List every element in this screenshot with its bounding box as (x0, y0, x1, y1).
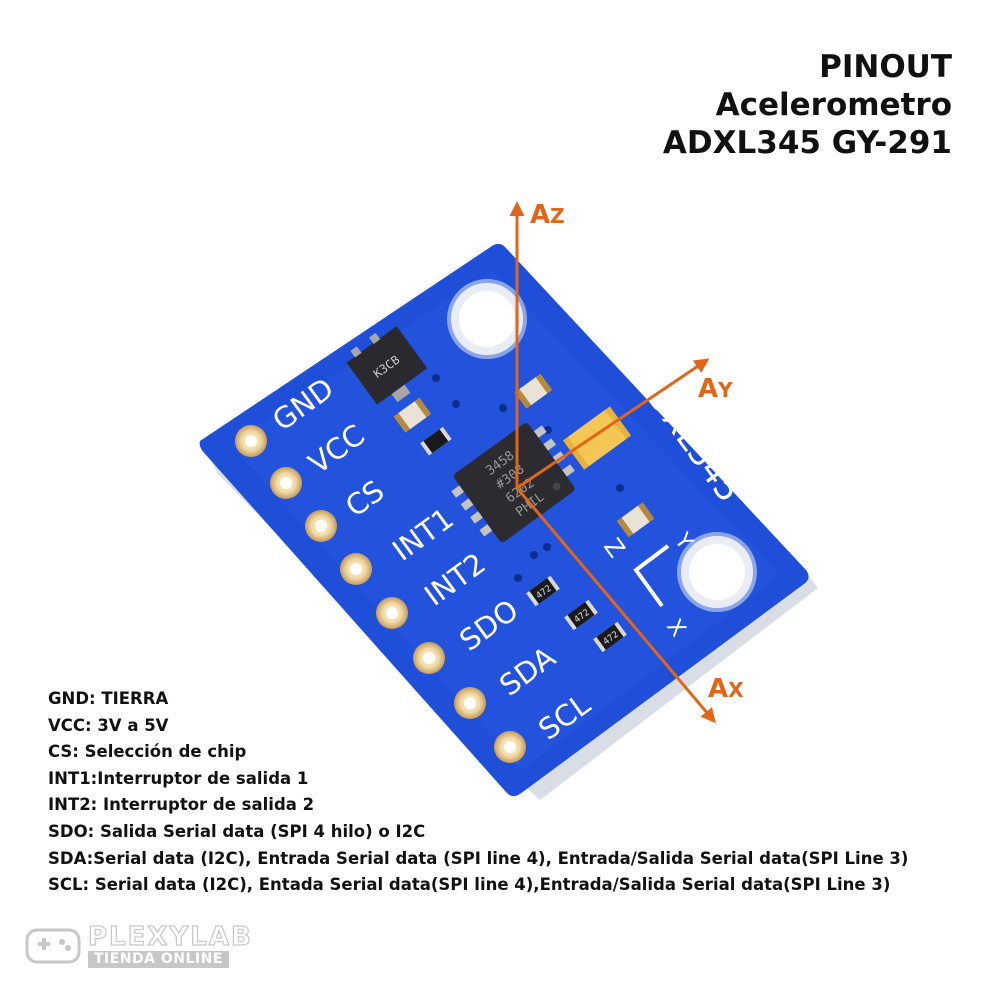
pin-pad-cs (305, 510, 337, 542)
capacitor (616, 502, 655, 538)
axis-x-arrow (515, 487, 716, 724)
mounting-hole-right (677, 532, 757, 612)
axis-x-label: AX (708, 674, 744, 704)
legend-line-gnd: GND: TIERRA (48, 689, 169, 708)
mounting-hole-top (447, 279, 527, 359)
watermark-logo: PLEXYLAB TIENDA ONLINE (24, 921, 251, 970)
acceleration-axes (509, 201, 716, 724)
title-line-3: ADXL345 GY-291 (662, 125, 952, 161)
pin-pad-sda (454, 687, 486, 719)
title-line-1: PINOUT (819, 49, 952, 85)
pin-pad-gnd (235, 425, 267, 457)
legend-line-int1: INT1:Interruptor de salida 1 (48, 768, 309, 788)
pin-pad-int1 (340, 553, 372, 585)
watermark-brand: PLEXYLAB (87, 921, 253, 952)
vias (432, 374, 624, 582)
adxl345-chip: 3458 #308 6202 PHIL (451, 423, 575, 543)
watermark-subtitle: TIENDA ONLINE (88, 951, 229, 968)
legend-line-int2: INT2: Interruptor de salida 2 (48, 795, 315, 815)
pin-pads (235, 425, 526, 763)
capacitor (393, 397, 432, 433)
board-axis-marks (633, 544, 670, 608)
axis-y-label: AY (698, 374, 733, 404)
pin-pad-scl (494, 731, 526, 763)
axis-z-label: AZ (530, 200, 565, 230)
title-line-2: Acelerometro (715, 87, 952, 123)
pin-pad-vcc (270, 467, 302, 499)
legend-line-vcc: VCC: 3V a 5V (48, 715, 169, 735)
resistor (420, 426, 452, 456)
voltage-regulator: K3CB (346, 326, 428, 405)
page-title: PINOUT Acelerometro ADXL345 GY-291 (663, 48, 952, 162)
legend-line-scl: SCL: Serial data (I2C), Entada Serial da… (48, 875, 891, 895)
capacitor (514, 373, 553, 409)
gamepad-icon (25, 928, 81, 964)
resistor-2: 472 (564, 599, 598, 631)
axis-y-arrow (516, 358, 710, 490)
pin-description-list: GND: TIERRA VCC: 3V a 5V CS: Selección d… (48, 686, 908, 899)
pin-pad-int2 (376, 597, 408, 629)
legend-line-sda: SDA:Serial data (I2C), Entrada Serial da… (48, 848, 909, 868)
pin-pad-sdo (413, 642, 445, 674)
legend-line-sdo: SDO: Salida Serial data (SPI 4 hilo) o I… (48, 821, 426, 841)
legend-line-cs: CS: Selección de chip (48, 742, 247, 762)
